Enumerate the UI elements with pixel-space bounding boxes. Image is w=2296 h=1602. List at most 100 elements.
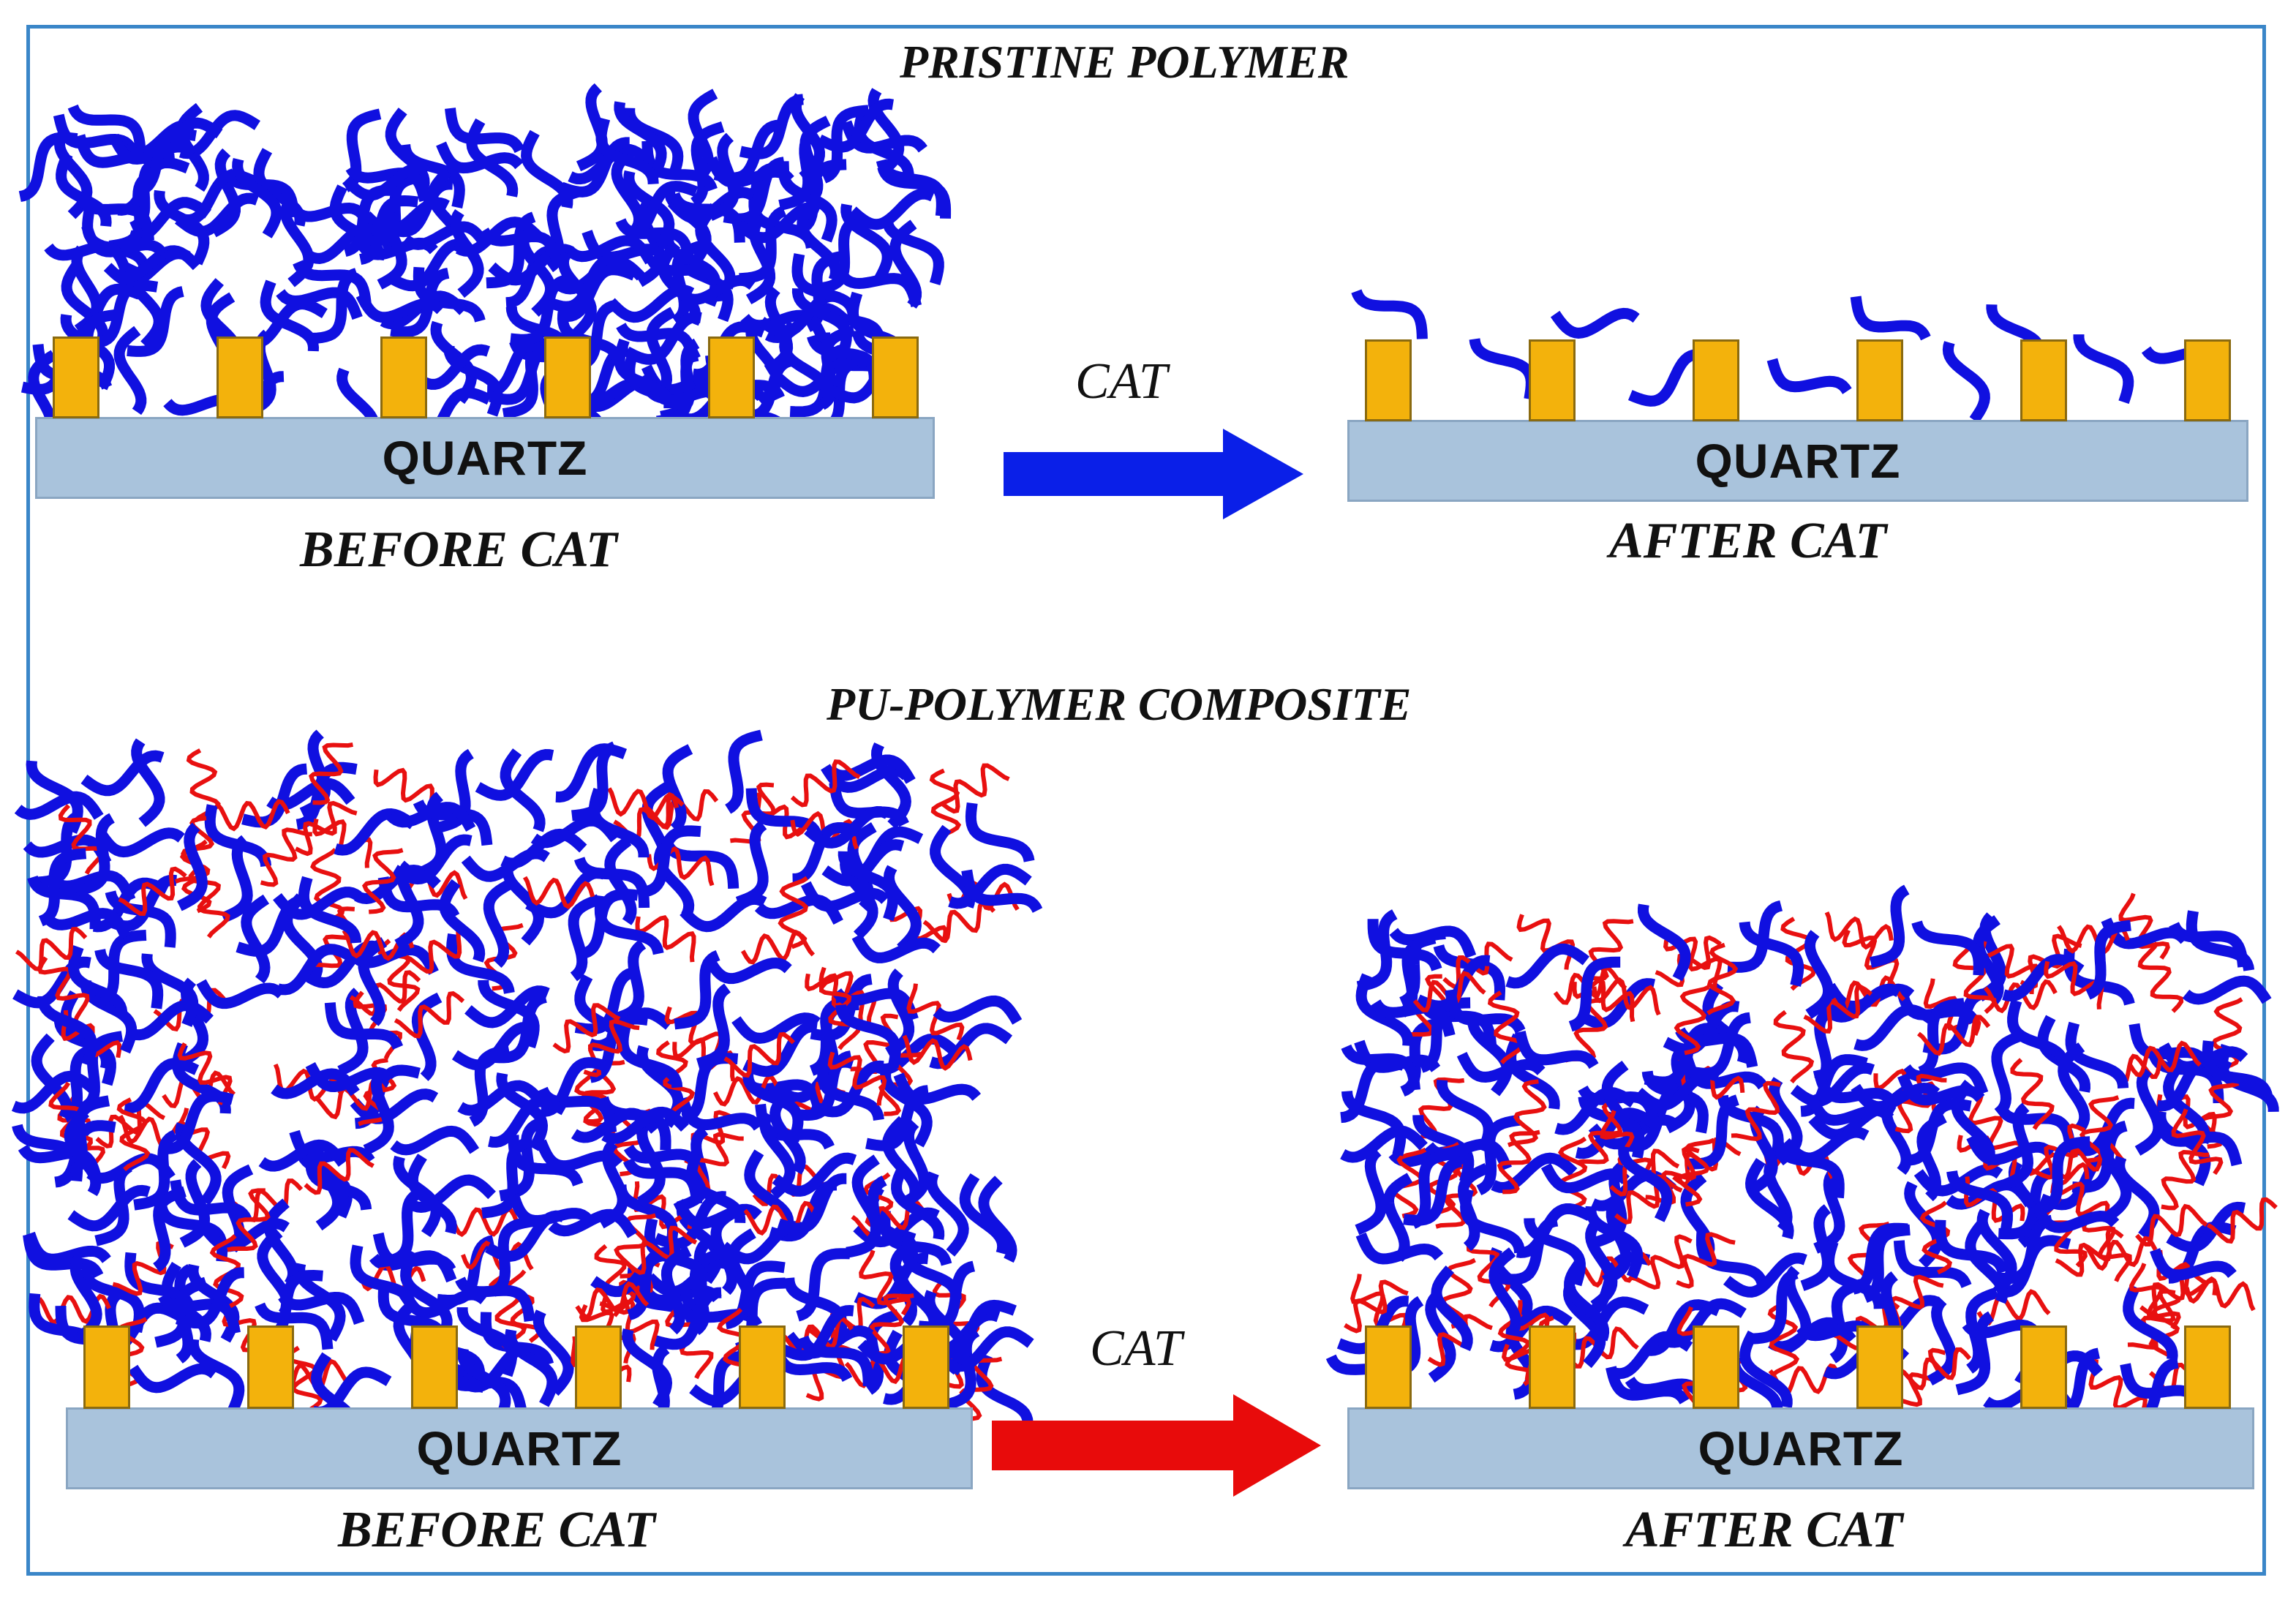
pu-chain xyxy=(1968,1095,2023,1159)
gold-electrode xyxy=(1856,1325,1903,1409)
polymer-chain xyxy=(865,1309,900,1395)
substrate-label: QUARTZ xyxy=(1695,434,1901,488)
polymer-chain xyxy=(791,253,859,317)
polymer-chain xyxy=(96,827,185,858)
polymer-chain xyxy=(502,337,545,419)
top-before-caption: BEFORE CAT xyxy=(300,522,617,578)
polymer-chain xyxy=(350,1244,417,1309)
polymer-chain xyxy=(488,1096,567,1148)
polymer-chain xyxy=(407,1154,457,1235)
substrate-label: QUARTZ xyxy=(1698,1421,1904,1475)
pu-chain xyxy=(869,1293,914,1356)
polymer-chain xyxy=(1355,973,1414,1047)
pu-chain xyxy=(1917,1015,1991,1056)
polymer-chain xyxy=(1341,1091,1407,1157)
polymer-chain xyxy=(176,822,208,911)
polymer-chain xyxy=(835,1004,901,1069)
polymer-chain xyxy=(211,148,241,238)
polymer-chain xyxy=(108,133,197,165)
polymer-chain xyxy=(204,804,272,867)
polymer-chain xyxy=(478,979,540,1049)
gold-electrode xyxy=(1693,339,1739,421)
pu-chain xyxy=(902,1034,973,1071)
polymer-chain xyxy=(783,1277,848,1344)
gold-electrode xyxy=(1365,339,1412,421)
top-before-substrate: QUARTZ xyxy=(35,417,935,499)
polymer-chain xyxy=(573,857,650,909)
pu-chain xyxy=(1592,977,1661,1016)
pu-chain xyxy=(216,799,290,832)
pu-chain xyxy=(790,759,861,808)
polymer-chain xyxy=(563,264,636,323)
polymer-chain xyxy=(94,949,164,1009)
polymer-chain xyxy=(1638,903,1691,982)
polymer-chain xyxy=(359,195,419,265)
polymer-chain xyxy=(44,241,132,274)
polymer-chain xyxy=(1467,1012,1513,1097)
pu-chain xyxy=(2129,1263,2181,1330)
polymer-chain xyxy=(255,1302,334,1350)
polymer-chain xyxy=(772,1152,857,1197)
polymer-chain xyxy=(1955,1311,1994,1396)
polymer-chain xyxy=(948,863,1032,909)
polymer-chain xyxy=(885,968,915,1058)
polymer-chain xyxy=(588,787,650,858)
polymer-chain xyxy=(390,1125,480,1156)
gold-electrode xyxy=(1856,339,1903,421)
pu-chain xyxy=(1391,1147,1427,1219)
polymer-chain xyxy=(450,209,484,298)
polymer-chain xyxy=(660,1246,692,1335)
substrate-label: QUARTZ xyxy=(382,431,588,485)
polymer-chain xyxy=(67,104,146,153)
polymer-chain xyxy=(2073,334,2134,405)
polymer-chain xyxy=(1998,1167,2054,1240)
polymer-chain xyxy=(1744,1158,1794,1240)
polymer-chain xyxy=(276,944,356,996)
polymer-chain xyxy=(436,748,474,833)
polymer-chain xyxy=(674,949,720,1030)
polymer-chain xyxy=(280,198,315,287)
polymer-chain xyxy=(1813,1165,1845,1254)
polymer-chain xyxy=(377,200,407,290)
gold-electrode xyxy=(1529,339,1576,421)
polymer-chain xyxy=(2041,1136,2090,1214)
polymer-chain xyxy=(645,255,725,302)
polymer-chain xyxy=(1568,956,1621,1032)
polymer-chain xyxy=(644,825,701,897)
polymer-chain xyxy=(478,227,563,266)
polymer-chain xyxy=(37,996,98,1067)
polymer-chain xyxy=(744,1149,794,1230)
polymer-chain xyxy=(929,1023,1013,1069)
polymer-chain xyxy=(739,94,804,159)
polymer-chain xyxy=(1942,341,1990,424)
polymer-chain xyxy=(614,101,667,179)
pu-chain xyxy=(778,876,809,949)
polymer-chain xyxy=(258,1139,347,1172)
polymer-chain xyxy=(1747,1268,1799,1345)
polymer-chain xyxy=(779,1304,854,1361)
pu-chain xyxy=(575,1281,650,1320)
gold-electrode xyxy=(411,1325,458,1409)
polymer-chain xyxy=(278,1291,365,1325)
polymer-chain xyxy=(1351,289,1428,339)
polymer-chain xyxy=(735,820,769,908)
polymer-chain xyxy=(31,1033,72,1120)
polymer-chain xyxy=(1850,296,1931,341)
polymer-chain xyxy=(1540,1163,1630,1194)
polymer-chain xyxy=(1436,1080,1494,1153)
polymer-chain xyxy=(1966,1134,2055,1165)
polymer-chain xyxy=(445,108,525,154)
polymer-chain xyxy=(61,260,109,344)
polymer-chain xyxy=(1870,884,1910,969)
polymer-chain xyxy=(75,194,154,241)
top-after-substrate: QUARTZ xyxy=(1347,420,2248,502)
pu-chain xyxy=(353,1262,426,1295)
polymer-chain xyxy=(1804,930,1834,1019)
pu-chain xyxy=(2083,1236,2158,1271)
pu-chain xyxy=(15,927,88,972)
polymer-chain xyxy=(1992,1214,2053,1285)
polymer-chain xyxy=(1469,338,1537,400)
polymer-chain xyxy=(2163,1061,2210,1145)
polymer-chain xyxy=(1739,921,1804,987)
polymer-chain xyxy=(1575,1108,1655,1159)
